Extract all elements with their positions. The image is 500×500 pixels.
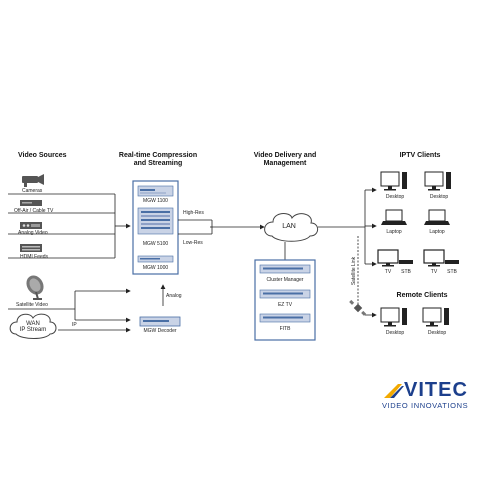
stb-icon: [399, 260, 413, 264]
label-laptop: Laptop: [386, 229, 402, 235]
label-tv: TV: [430, 269, 438, 275]
label-satellite-link: Satellite Link: [351, 256, 358, 286]
label-mgw-1100: MGW 1100: [143, 198, 168, 204]
label-desktop: Desktop: [385, 330, 405, 336]
label-mgw-5100: MGW 5100: [142, 241, 169, 247]
mgw-rack: [132, 180, 179, 275]
header-compression: Real-time Compression and Streaming: [118, 152, 198, 167]
header-delivery: Video Delivery and Management: [253, 152, 317, 167]
label-cluster-manager: Cluster Manager: [266, 277, 304, 283]
logo-brand: VITEC: [404, 379, 468, 401]
tv-icon: [377, 249, 399, 267]
label-low-res: Low-Res: [183, 240, 203, 246]
header-iptv-clients: IPTV Clients: [399, 152, 441, 159]
hdmi-feed-icon: [20, 244, 42, 252]
desktop-icon: [424, 171, 451, 191]
server-stack: [254, 259, 316, 341]
offair-receiver-icon: [20, 200, 42, 206]
label-ez-tv: EZ TV: [277, 302, 293, 308]
label-fitb: FITB: [279, 326, 291, 332]
laptop-icon: [424, 209, 450, 225]
stb-icon: [445, 260, 459, 264]
label-desktop: Desktop: [427, 330, 447, 336]
label-analog-link: Analog: [166, 293, 182, 299]
logo-tagline: VIDEO INNOVATIONS: [382, 401, 469, 410]
satellite-icon: [349, 299, 367, 316]
source-lines: [8, 193, 166, 333]
label-satellite-video: Satellite Video: [16, 302, 48, 308]
label-stb: STB: [447, 269, 457, 275]
label-high-res: High-Res: [183, 210, 204, 216]
lan-cloud-shape: [264, 213, 319, 242]
label-hdmi-feeds: HDMI Feeds: [20, 254, 49, 260]
label-mgw-decoder: MGW Decoder: [143, 328, 177, 334]
header-remote-clients: Remote Clients: [396, 292, 448, 299]
analog-video-icon: [20, 222, 42, 229]
label-tv: TV: [384, 269, 392, 275]
lan-to-clients-lines: [318, 187, 377, 318]
satellite-dish-icon: [26, 275, 44, 300]
encoder-to-lan-lines: [178, 219, 265, 235]
label-ip-link: IP: [72, 322, 77, 328]
tv-icon: [423, 249, 445, 267]
label-mgw-1000: MGW 1000: [142, 265, 169, 271]
label-analog-video: Analog Video: [18, 230, 48, 236]
label-laptop: Laptop: [429, 229, 445, 235]
label-lan: LAN: [282, 223, 296, 230]
desktop-icon: [380, 307, 407, 327]
wan-cloud-shape: [9, 313, 57, 339]
label-desktop: Desktop: [385, 194, 405, 200]
desktop-icon: [422, 307, 449, 327]
mgw-decoder-device: [139, 316, 181, 327]
vitec-logo-mark: [384, 384, 404, 398]
laptop-icon: [381, 209, 407, 225]
label-stb: STB: [401, 269, 411, 275]
desktop-icon: [380, 171, 407, 191]
label-desktop: Desktop: [429, 194, 449, 200]
header-video-sources: Video Sources: [18, 152, 67, 159]
label-wan-ip-stream: WAN IP Stream: [19, 321, 47, 333]
label-cameras: Cameras: [22, 188, 43, 194]
label-offair: Off-Air / Cable TV: [14, 208, 54, 214]
camera-icon: [22, 174, 44, 187]
